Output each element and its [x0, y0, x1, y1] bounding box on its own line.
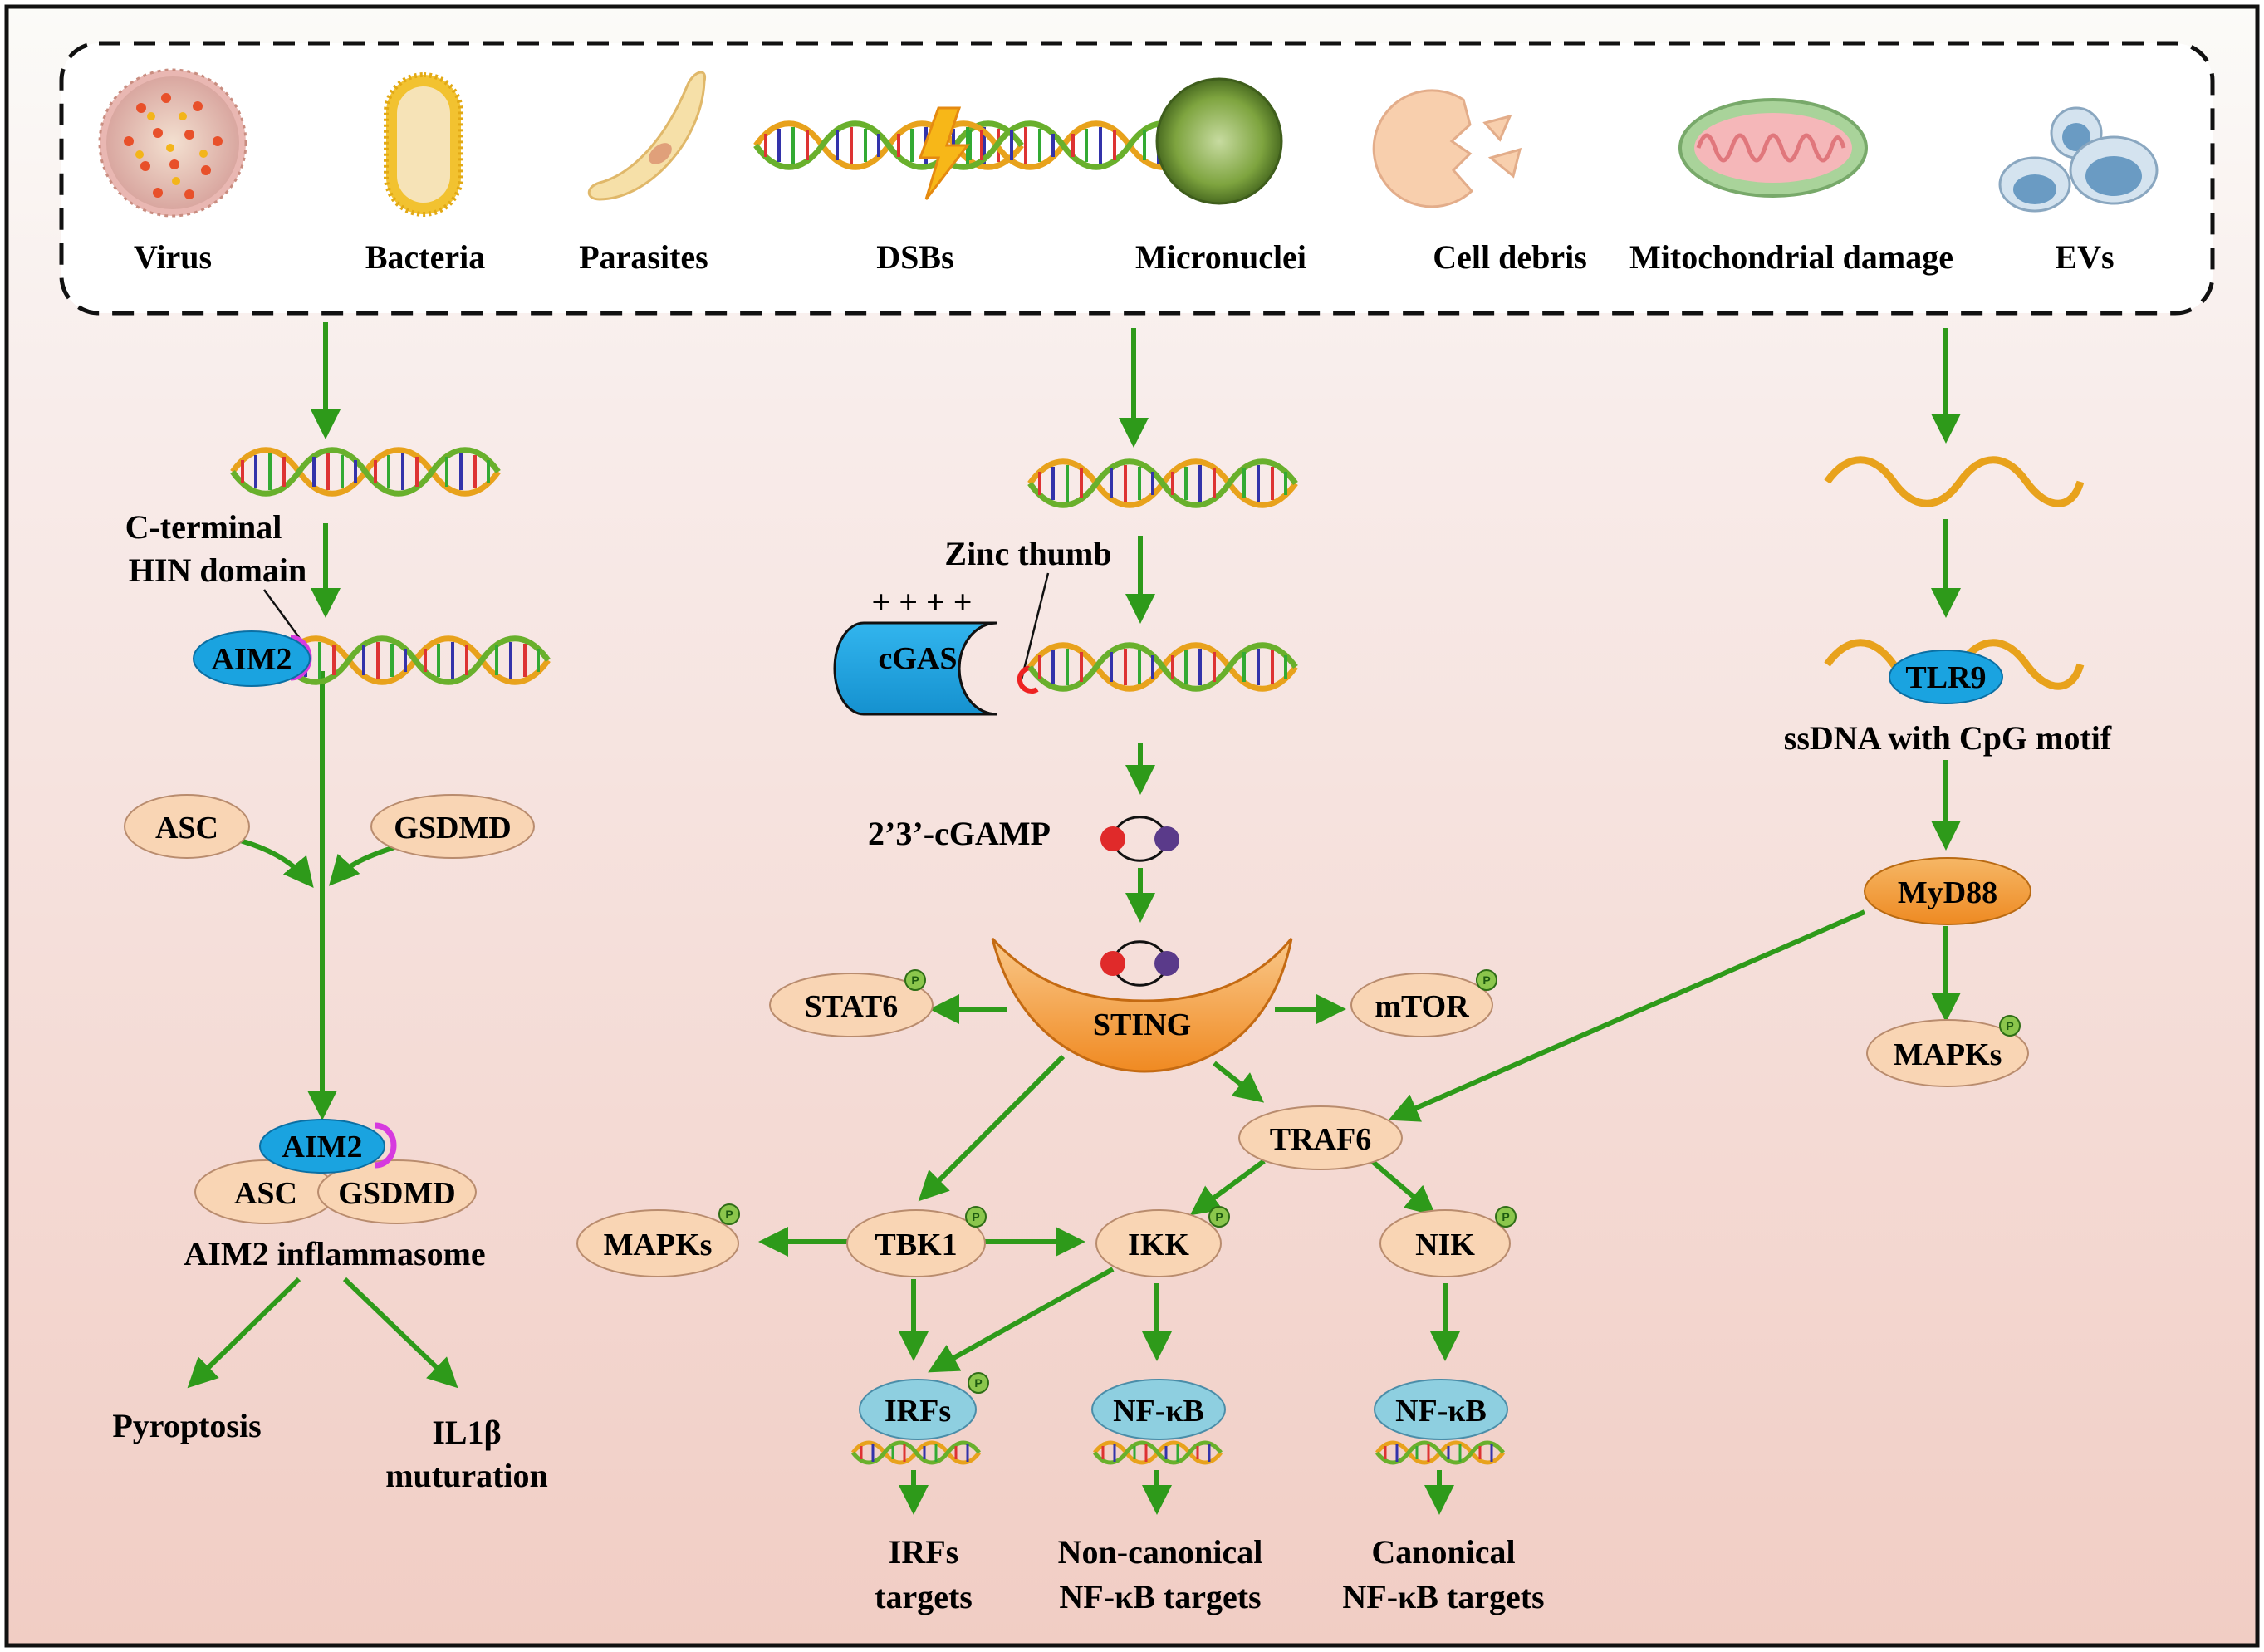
ikk-node	[1095, 1209, 1222, 1277]
svg-text:P: P	[725, 1208, 733, 1221]
hin-pointer-line	[262, 589, 302, 640]
nfkb-node-canonical-label: NF-κB	[1395, 1394, 1487, 1429]
mapks-node-center-label: MAPKs	[604, 1228, 713, 1262]
dsb-dna-icon	[756, 106, 1196, 200]
zinc-thumb-arc	[1017, 664, 1039, 694]
cell-debris-icon	[1372, 89, 1522, 208]
ssdna-top	[1824, 456, 2085, 507]
svg-text:P: P	[1502, 1210, 1509, 1223]
nik-node	[1379, 1209, 1511, 1277]
svg-text:P: P	[2006, 1019, 2013, 1032]
nfkb-node-noncanonical	[1091, 1379, 1226, 1440]
irfs-node	[859, 1379, 977, 1440]
ssdna-cpg-label: ssDNA with CpG motif	[1784, 719, 2112, 757]
parasite-icon	[587, 71, 707, 201]
phospho-icon-nik: P	[1495, 1206, 1517, 1228]
source-label-dsbs: DSBs	[876, 238, 953, 276]
tlr9-node	[1889, 650, 2003, 704]
asc-node	[124, 794, 250, 859]
canonical-targets-line1: Canonical	[1371, 1533, 1515, 1571]
nfkb-node-canonical	[1374, 1379, 1508, 1440]
nik-node-label: NIK	[1415, 1228, 1475, 1262]
inflammasome-aim2-label: AIM2	[282, 1130, 362, 1164]
stat6-node-label: STAT6	[805, 989, 899, 1024]
traf6-node	[1238, 1105, 1403, 1170]
myd88-node-label: MyD88	[1898, 875, 1997, 910]
il1b-label-line1: IL1β	[432, 1414, 501, 1451]
sting-bound-cgamp-icon	[1100, 940, 1179, 987]
virus-icon	[98, 68, 247, 218]
source-label-bacteria: Bacteria	[365, 238, 485, 276]
nfkb-node-noncanonical-label: NF-κB	[1113, 1394, 1204, 1429]
cgamp-label: 2’3’-cGAMP	[868, 815, 1051, 852]
source-label-mitochondrial-damage: Mitochondrial damage	[1629, 238, 1953, 276]
gsdmd-node-label: GSDMD	[394, 811, 511, 846]
pathway-arrows	[187, 322, 1961, 1515]
aim2-inflammasome-label: AIM2 inflammasome	[184, 1235, 485, 1272]
phospho-icon-irfs: P	[968, 1372, 989, 1394]
sting-node	[991, 937, 1293, 1073]
noncanonical-targets-line2: NF-κB targets	[1059, 1578, 1261, 1615]
sources-box	[59, 41, 2215, 316]
source-label-parasites: Parasites	[579, 238, 708, 276]
myd88-node	[1864, 857, 2031, 925]
tlr9-node-label: TLR9	[1905, 660, 1986, 695]
noncanonical-targets-line1: Non-canonical	[1058, 1533, 1263, 1571]
phospho-icon-tbk1: P	[965, 1206, 987, 1228]
mtor-node-label: mTOR	[1375, 989, 1469, 1024]
phospho-icon-stat6: P	[904, 969, 926, 991]
ev-icon	[1998, 106, 2159, 213]
sting-node-label: STING	[1093, 1007, 1191, 1042]
source-label-evs: EVs	[2055, 238, 2114, 276]
phospho-icon-mtor: P	[1476, 969, 1497, 991]
canonical-targets-line2: NF-κB targets	[1342, 1578, 1544, 1615]
phospho-icon-mapks-right: P	[1999, 1015, 2021, 1037]
tbk1-node-label: TBK1	[875, 1228, 957, 1262]
inflammasome-gsdmd-label: GSDMD	[338, 1176, 455, 1211]
svg-text:P: P	[972, 1210, 979, 1223]
ikk-node-label: IKK	[1128, 1228, 1189, 1262]
irfs-targets-line1: IRFs	[889, 1533, 958, 1571]
mitochondria-icon	[1678, 98, 1868, 198]
cgas-charges: + + + +	[871, 583, 972, 620]
aim2-node	[193, 630, 311, 687]
irfs-node-label: IRFs	[885, 1394, 951, 1429]
inflammasome-gsdmd-node	[317, 1159, 477, 1224]
source-label-micronuclei: Micronuclei	[1135, 238, 1306, 276]
phospho-icon-mapks-center: P	[718, 1203, 740, 1225]
phospho-badges: P P P P P P P P	[718, 969, 2021, 1394]
traf6-node-label: TRAF6	[1270, 1122, 1371, 1157]
mapks-node-right-label: MAPKs	[1894, 1037, 2002, 1072]
micronuclei-icon	[1155, 77, 1283, 205]
asc-node-label: ASC	[155, 811, 218, 846]
svg-text:P: P	[974, 1376, 982, 1390]
pyroptosis-label: Pyroptosis	[112, 1407, 261, 1444]
cgas-node-label: cGAS	[879, 641, 958, 676]
svg-text:P: P	[1482, 973, 1490, 987]
bacteria-icon	[384, 72, 463, 217]
cgamp-molecule-icon	[1100, 816, 1179, 862]
zinc-thumb-label: Zinc thumb	[944, 535, 1111, 572]
phospho-icon-ikk: P	[1208, 1206, 1230, 1228]
irfs-targets-line2: targets	[875, 1578, 973, 1615]
mtor-node	[1350, 973, 1493, 1037]
zinc-thumb-pointer	[1020, 572, 1050, 680]
stat6-node	[769, 973, 934, 1037]
source-label-virus: Virus	[134, 238, 212, 276]
source-label-cell-debris: Cell debris	[1433, 238, 1587, 276]
tbk1-node	[846, 1209, 986, 1277]
svg-text:P: P	[1215, 1210, 1223, 1223]
aim2-node-label: AIM2	[211, 642, 292, 677]
hin-label-line1: C-terminal	[125, 508, 282, 546]
hin-label-line2: HIN domain	[129, 551, 307, 589]
svg-text:P: P	[911, 973, 919, 987]
gsdmd-node	[370, 794, 535, 859]
inflammasome-asc-label: ASC	[234, 1176, 297, 1211]
inflammasome-hin-arc	[375, 1122, 397, 1169]
il1b-label-line2: muturation	[385, 1457, 548, 1494]
inflammasome-aim2-node	[259, 1119, 385, 1174]
mapks-node-right	[1866, 1019, 2029, 1087]
mapks-node-center	[576, 1209, 739, 1277]
